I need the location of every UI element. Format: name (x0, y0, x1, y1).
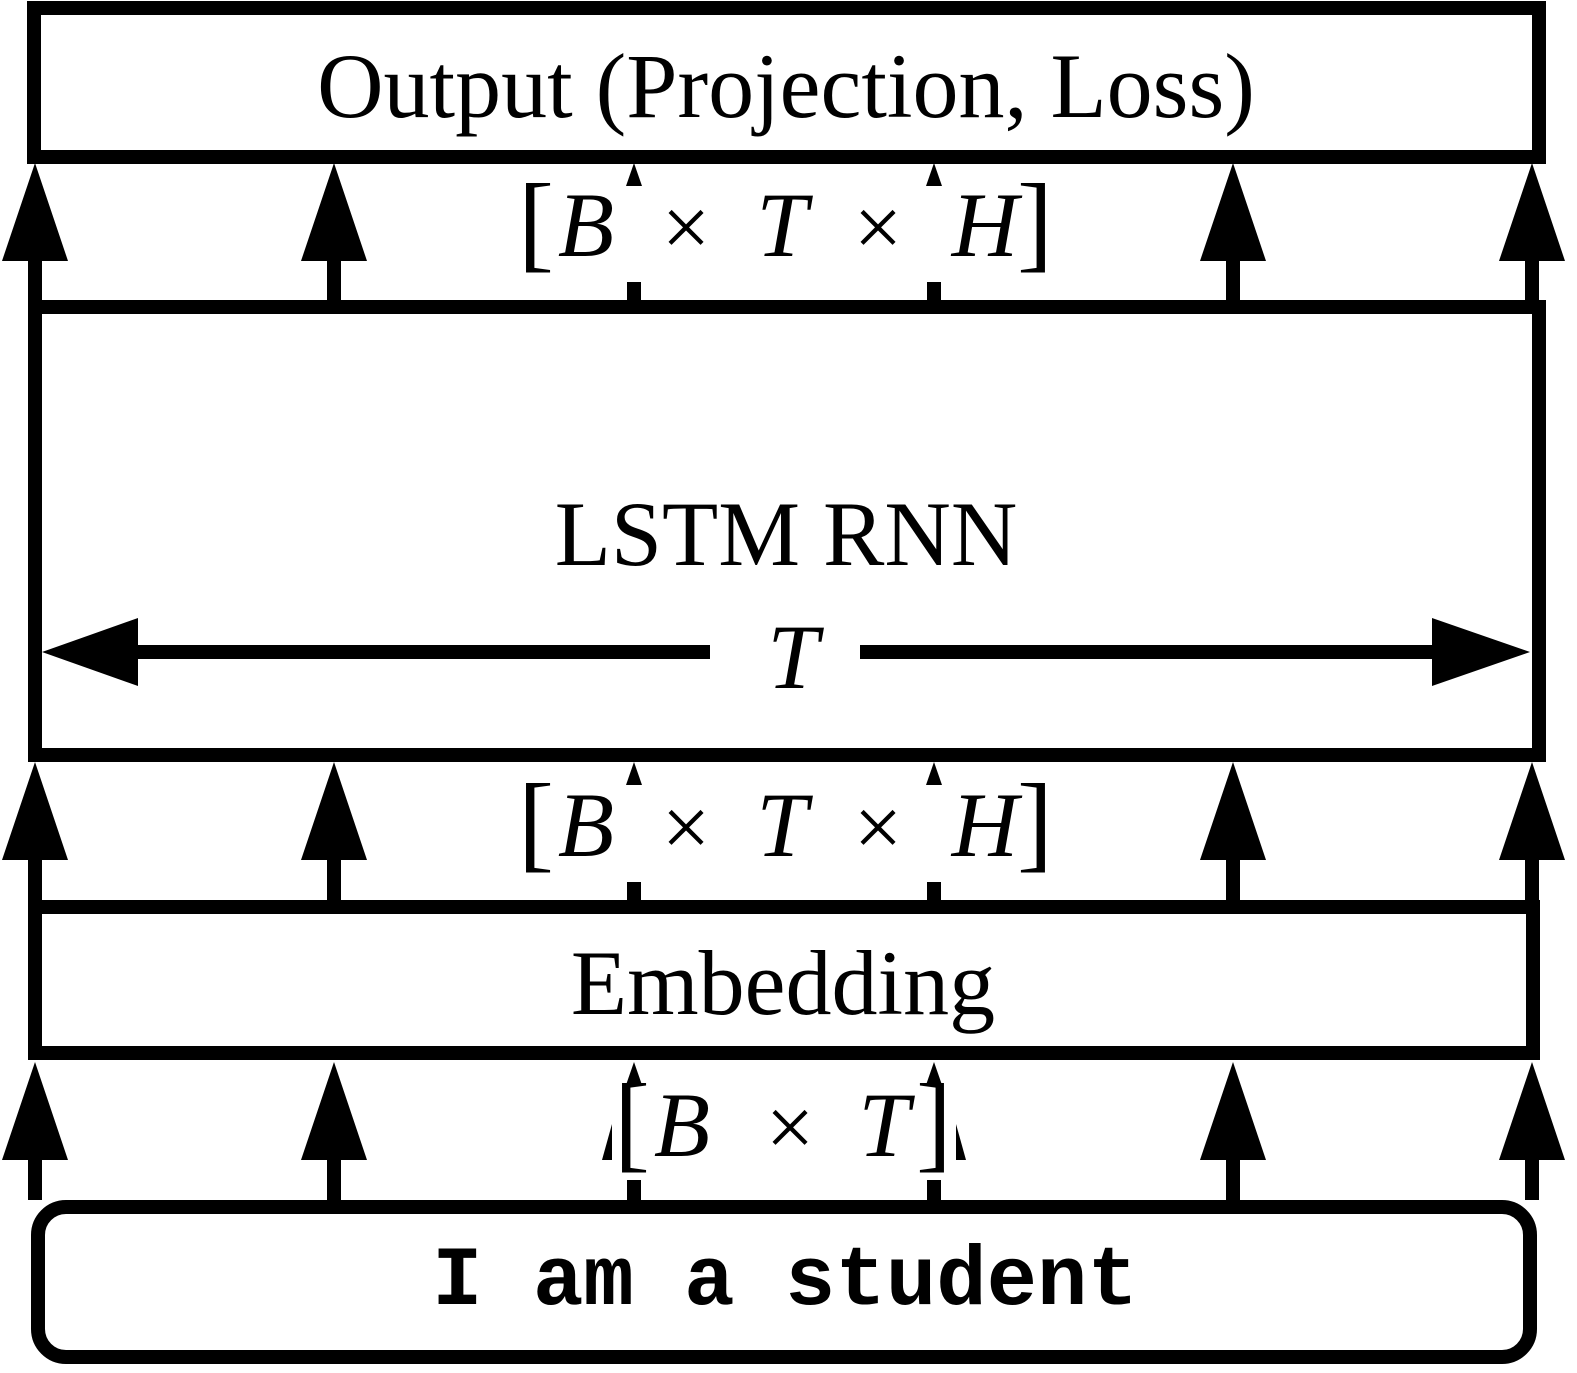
up-arrow (301, 762, 367, 900)
lstm-layer-box (28, 300, 1546, 762)
bracket-close: ] (1017, 163, 1053, 282)
shape-label-bt: [ B × T ] (614, 1063, 952, 1182)
input-sentence-box (31, 1200, 1537, 1364)
bracket-close: ] (1017, 763, 1053, 882)
dim-b: B (654, 1074, 710, 1176)
partial-up-arrow (602, 1062, 642, 1200)
lstm-layer-label: LSTM RNN (555, 483, 1018, 585)
time-axis-label: T (767, 606, 824, 708)
bracket-close: ] (916, 1063, 952, 1182)
dim-b: B (558, 174, 614, 276)
output-layer-label: Output (Projection, Loss) (317, 35, 1255, 137)
arrows-input-to-embedding (2, 1062, 1565, 1200)
times-sign: × (854, 779, 903, 875)
up-arrow (301, 163, 367, 300)
shape-label-bth-lower: [ B × T × H ] (518, 763, 1053, 882)
up-arrow (2, 762, 68, 900)
up-arrow (1200, 163, 1266, 300)
bracket-open: [ (518, 163, 554, 282)
bracket-open: [ (518, 763, 554, 882)
partial-up-arrow (926, 1062, 966, 1200)
dim-b: B (558, 774, 614, 876)
up-arrow (301, 1062, 367, 1200)
bracket-open: [ (614, 1063, 650, 1182)
partial-up-arrow (626, 163, 642, 300)
dim-h: H (951, 774, 1023, 876)
up-arrow (1200, 1062, 1266, 1200)
up-arrow (2, 1062, 68, 1200)
times-sign: × (662, 779, 711, 875)
arrows-embedding-to-lstm (2, 762, 1565, 900)
up-arrow (1499, 163, 1565, 300)
up-arrow (2, 163, 68, 300)
embedding-layer-box (28, 900, 1540, 1060)
dim-t: T (756, 174, 813, 276)
up-arrow (1200, 762, 1266, 900)
dim-t: T (756, 774, 813, 876)
shape-label-bth-upper: [ B × T × H ] (518, 163, 1053, 282)
input-sentence-text: I am a student (432, 1235, 1138, 1330)
dim-h: H (951, 174, 1023, 276)
time-axis-arrow: T (42, 606, 1530, 708)
partial-up-arrow (926, 163, 942, 300)
partial-up-arrow (626, 762, 642, 900)
arrows-lstm-to-output (2, 163, 1565, 300)
partial-up-arrow (926, 762, 942, 900)
up-arrow (1499, 1062, 1565, 1200)
times-sign: × (662, 179, 711, 275)
times-sign: × (854, 179, 903, 275)
times-sign: × (766, 1079, 815, 1175)
dim-t: T (858, 1074, 915, 1176)
output-layer-box (27, 1, 1546, 164)
up-arrow (1499, 762, 1565, 900)
embedding-layer-label: Embedding (571, 932, 995, 1034)
